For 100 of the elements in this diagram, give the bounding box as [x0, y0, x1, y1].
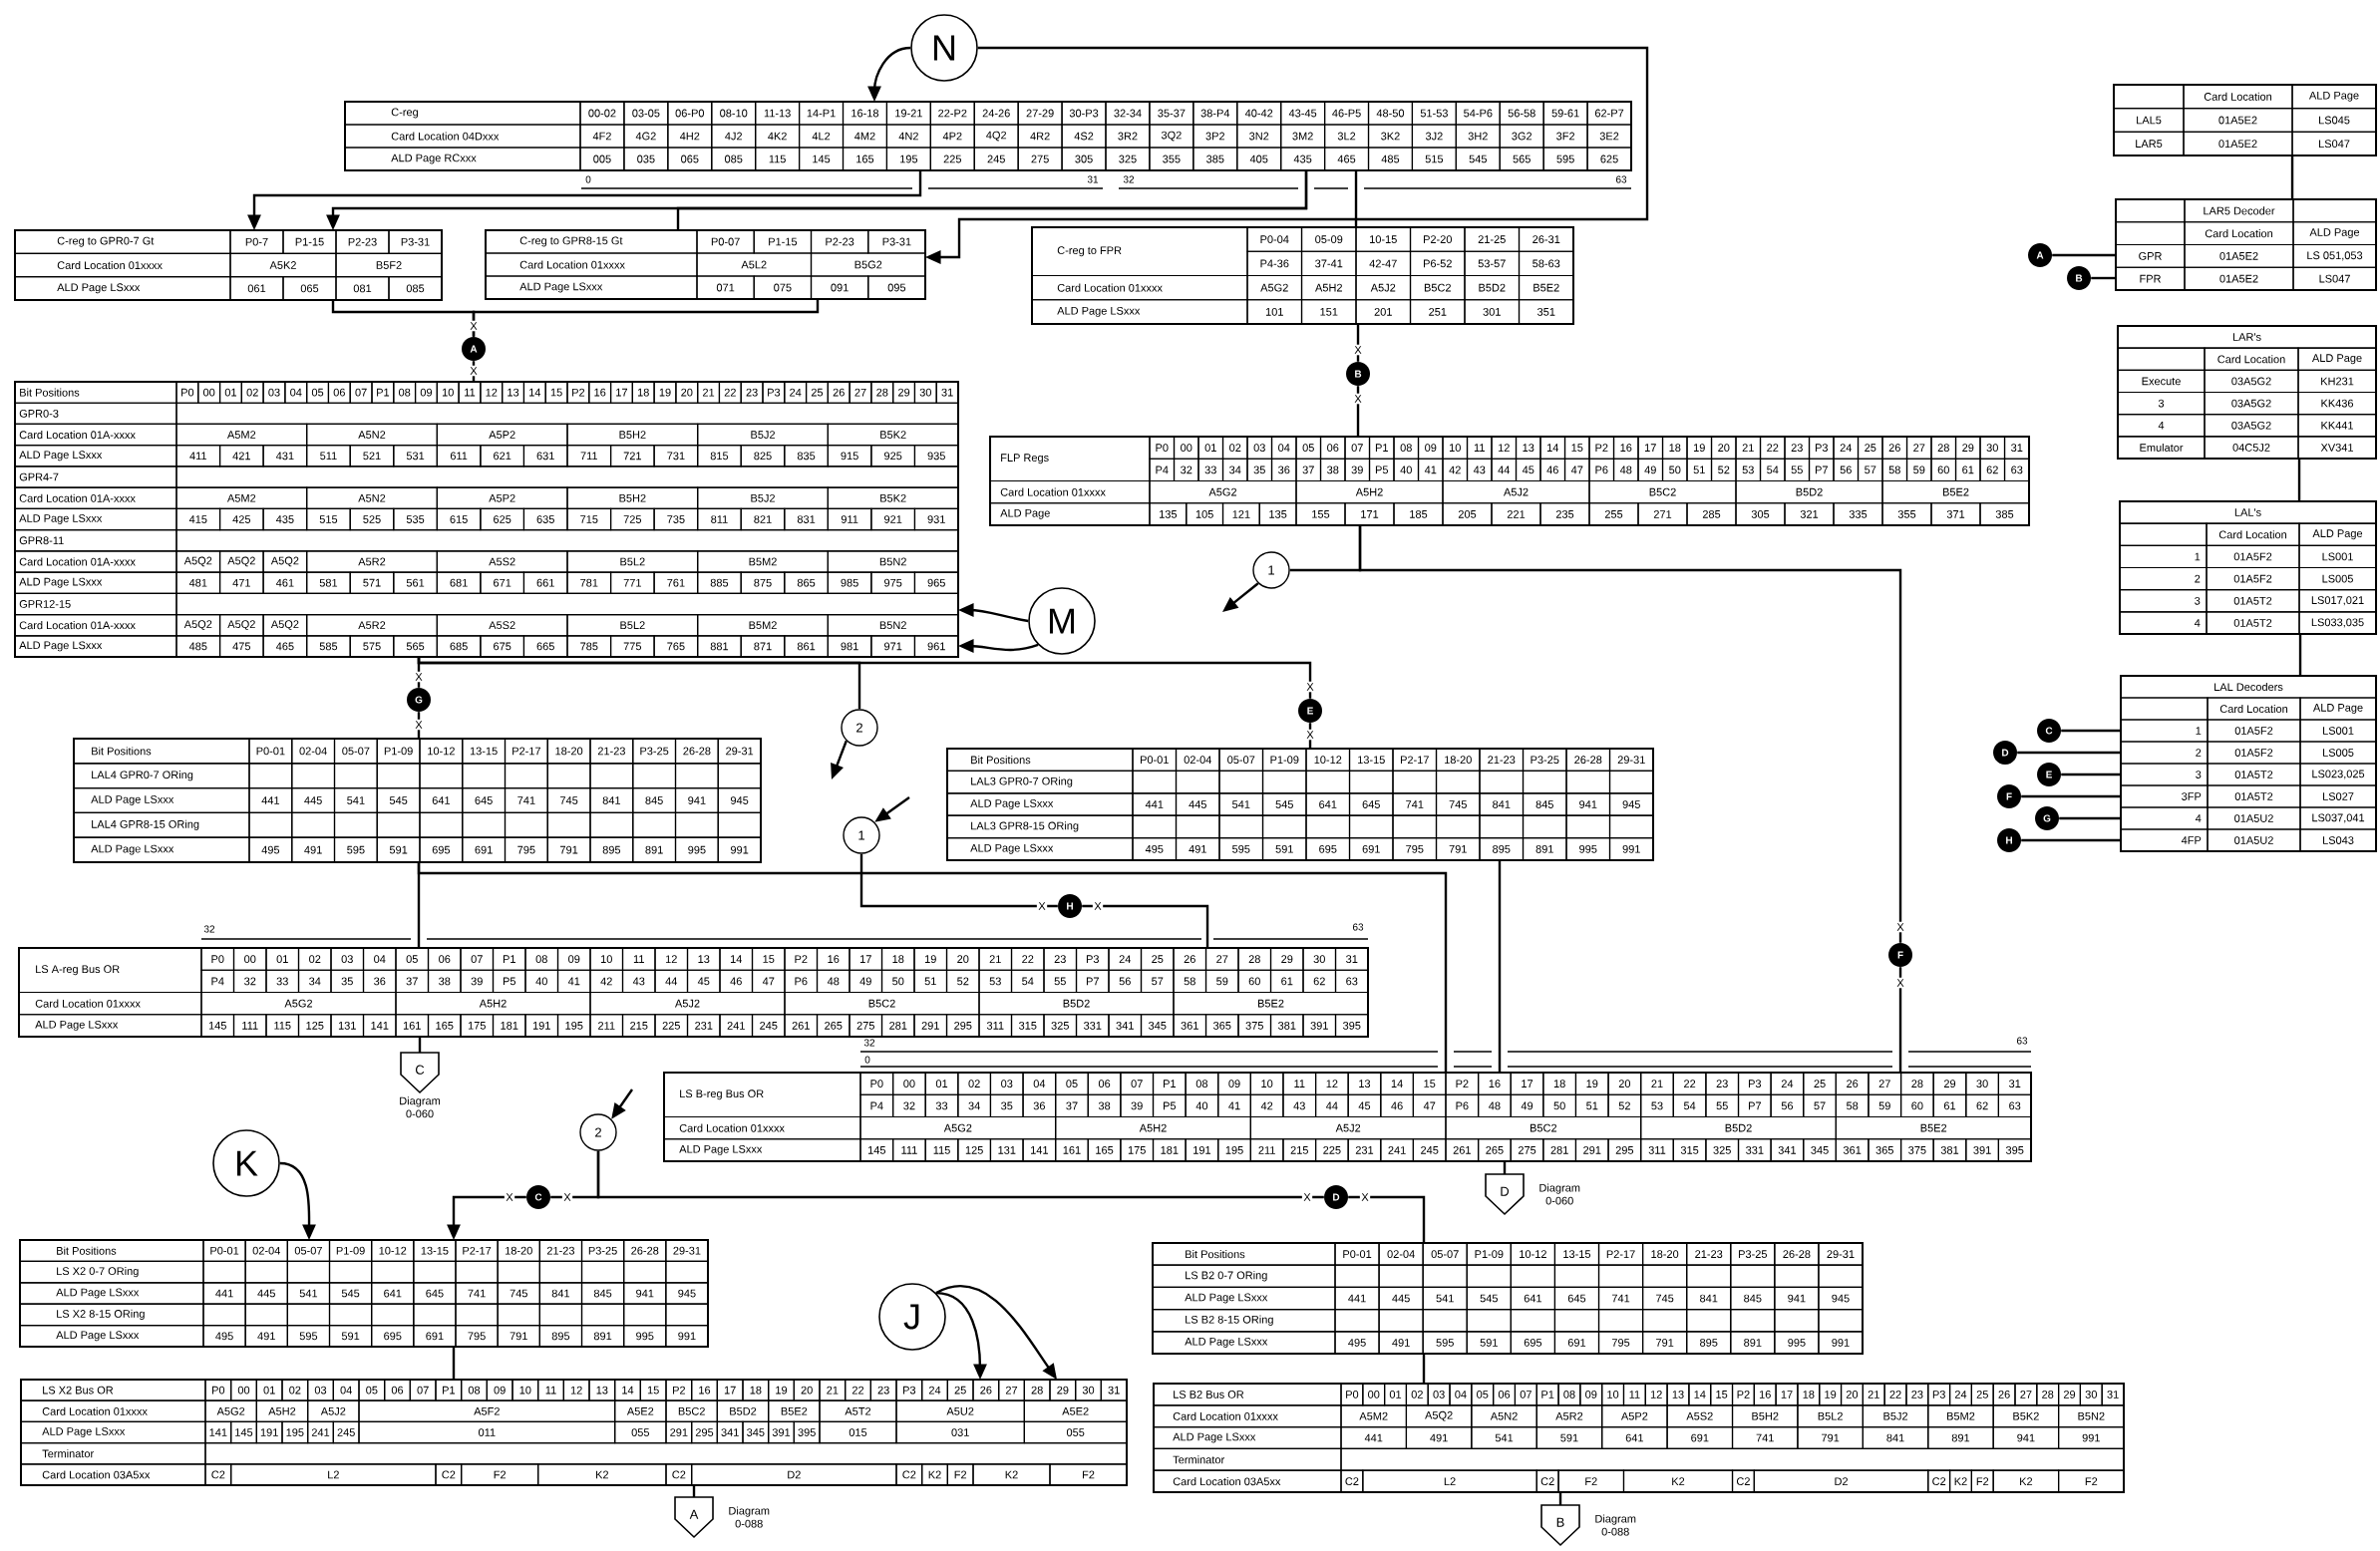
node-label: 31: [1346, 955, 1358, 964]
node-label: 191: [1193, 1146, 1211, 1154]
node-label: Card Location 04Dxxx: [391, 132, 500, 141]
node-label: P6: [1456, 1101, 1469, 1110]
node-label: 01: [276, 955, 288, 964]
node-label: 13: [698, 955, 710, 964]
data-table: C-reg 00-02 03-05 06-P0 08-10 11-13 14-P1 16-18 19-21 22-P2 24-26 27-29 30-P3 32-34 35-37 38-P4 40-42 43-45 46-P5 48-50 51-53 54-P6 56-58 59-61 62-P7 Card Location 04Dxxx 4F2 4G2 4H2 4J2 4K2 4L2 4M2 4N2 4P2 4Q2 4R2 4S2 3R2 3Q2 3P2 3N2 3M2 3L2 3K2 3J2 3H2 3G2 3F2 3E2 ALD Page RCxxx 005 035 065 085 115 145 165 195 225 245 275 305 325 355 385 405 435 465 485 515 545 565 595 625: [344, 101, 1632, 171]
node-label: 12: [1326, 1080, 1338, 1087]
connector-line: [1503, 1161, 1507, 1174]
node-label: P2: [795, 955, 808, 963]
node-label: 29: [1943, 1080, 1956, 1088]
node-label: 165: [856, 155, 874, 163]
node-label: 26: [1847, 1080, 1859, 1088]
node-label: 225: [662, 1022, 680, 1030]
node-label: 4G2: [635, 132, 656, 141]
node-label: 4N2: [898, 132, 918, 141]
node-label: 16: [1489, 1080, 1501, 1088]
node-label: B5E2: [1920, 1123, 1947, 1132]
node-label: 59: [1216, 977, 1228, 986]
node-label: 48: [1489, 1101, 1501, 1110]
node-label: 215: [1290, 1146, 1308, 1154]
node-label: 63: [1346, 977, 1358, 986]
node-label: 00: [903, 1080, 915, 1088]
node-label: 42: [1260, 1101, 1273, 1110]
node-label: 305: [1075, 155, 1093, 163]
data-table: LS A-reg Bus OR P0 00 01 02 03 04 05 06 07 P1 08 09 10 11 12 13 14 15 P2 16 17 18 19 20 21 22 23 P3 24 25 26 27 28 29 30 31 P4 32 33 34 35 36 37 38 39 P5 40 41 42 43 44 45 46 47 P6 48 49 50 51 52 53 54 55 P7 56 57 58 59 60 61 62 63 Card Location 01xxxx A5G2 A5H2 A5J2 B5C2 B5D2 B5E2 ALD Page LSxxx 145 111 115 125 131 141 161 165 175 181 191 195 211 215 225 231 241 245 261 265 275 281 291 295 311 315 325 331 341 345 361 365 375 381 391 395: [18, 947, 1369, 1038]
edge-label: X: [1894, 921, 1906, 933]
node-label: 381: [1278, 1022, 1296, 1030]
node-label: 12: [665, 955, 677, 963]
connector-line: [2021, 838, 2122, 842]
edge-label: X: [1304, 729, 1316, 741]
node-label: P3: [1086, 955, 1100, 964]
node-label: 37: [406, 977, 418, 986]
data-table: LAL's Card Location ALD Page 1 01A5F2 LS001 2 01A5F2 LS005 3 01A5T2 LS017,021 4 01A5T2 LS033,035: [2119, 500, 2378, 635]
node-label: 19: [924, 955, 936, 964]
node-label: 11: [1294, 1080, 1305, 1087]
node-label: 395: [1343, 1022, 1361, 1030]
node-label: 331: [1746, 1146, 1764, 1154]
node-label: 4K2: [768, 132, 787, 141]
node-label: 09: [1228, 1080, 1240, 1088]
node-label: P0: [870, 1080, 883, 1088]
node-label: 30: [1313, 955, 1325, 964]
node-label: 215: [630, 1022, 648, 1030]
node-label: A5J2: [674, 999, 700, 1008]
connector-line: [1558, 1492, 1562, 1505]
node-label: 40-42: [1244, 109, 1273, 118]
node-label: 57: [1152, 977, 1164, 986]
connector-line: [2017, 751, 2122, 755]
edge-label: X: [561, 1191, 573, 1203]
node-label: 55: [1054, 977, 1066, 986]
node-label: 145: [208, 1022, 226, 1030]
node-label: 11: [633, 955, 644, 963]
connector-line: [417, 656, 1312, 699]
node-label: 32-34: [1114, 109, 1142, 118]
node-label: 49: [859, 977, 871, 986]
node-label: 53: [989, 977, 1001, 986]
node-label: 27-29: [1026, 109, 1054, 118]
node-label: 43-45: [1288, 109, 1317, 118]
node-label: 325: [1119, 155, 1137, 163]
node-label: P4: [870, 1101, 883, 1110]
node-label: 38: [439, 977, 451, 986]
connector-line: [417, 861, 1448, 1073]
connector-line: [2297, 459, 2301, 501]
arrow: [925, 46, 1649, 264]
data-table: Card Location ALD Page LAL5 01A5E2 LS045 LAR5 01A5E2 LS047: [2113, 84, 2378, 156]
node-label: 58: [1184, 977, 1195, 986]
arrow: [958, 603, 1029, 623]
data-table: C-reg to GPR0-7 Gt P0-7 P1-15 P2-23 P3-31 Card Location 01xxxx A5K2 B5F2 ALD Page LSxxx 061 065 081 085: [14, 229, 443, 301]
node-label: 60: [1911, 1101, 1923, 1110]
connector-line: [452, 1347, 456, 1380]
node-label: 14: [730, 955, 743, 963]
node-label: B5C2: [1530, 1123, 1557, 1132]
node-label: 3J2: [1425, 132, 1443, 141]
node-label: Card Location 01xxxx: [35, 999, 141, 1008]
off-page-connector: C: [400, 1052, 440, 1094]
node-label: 145: [813, 155, 831, 163]
node-label: 115: [274, 1022, 291, 1030]
node-label: 35-37: [1158, 109, 1186, 118]
data-table: Bit Positions P0 00 01 02 03 04 05 06 07 P1 08 09 10 11 12 13 14 15 P2 16 17 18 19 20 21 22 23 P3 24 25 26 27 28 29 30 31 GPR0-3 Card Location 01A-xxxx A5M2 A5N2 A5P2 B5H2 B5J2 B5K2 ALD Page LSxxx 411 421 431 511 521 531 611 621 631 711 721 731 815 825 835 915 925 935 GPR4-7 Card Location 01A-xxxx A5M2 A5N2 A5P2 B5H2 B5J2 B5K2 ALD Page LSxxx 415 425 435 515 525 535 615 625 635 715 725 735 811 821 831 911 921 931 GPR8-11 Card Location 01A-xxxx A5Q2 A5Q2 A5Q2 A5R2 A5S2 B5L2 B5M2 B5N2 ALD Page LSxxx 481 471 461 581 571 561 681 671 661 781 771 761 885 875 865 985 975 965 GPR12-15 Card Location 01A-xxxx A5Q2 A5Q2 A5Q2 A5R2 A5S2 B5L2 B5M2 B5N2 ALD Page LSxxx 485 475 465 585 575 565 685 675 665 785 775 765 881 871 861 981 971 961: [14, 381, 959, 658]
edge-label: X: [1352, 393, 1364, 405]
edge-label: X: [468, 365, 480, 377]
node-label: B5E2: [1257, 999, 1284, 1008]
node-label: 11-13: [764, 109, 791, 118]
connector-line: [1308, 723, 1312, 749]
data-table: FLP Regs P0 00 01 02 03 04 05 06 07 P1 08 09 10 11 12 13 14 15 P2 16 17 18 19 20 21 22 23 P3 24 25 26 27 28 29 30 31 P4 32 33 34 35 36 37 38 39 P5 40 41 42 43 44 45 46 47 P6 48 49 50 51 52 53 54 55 P7 56 57 58 59 60 61 62 63 Card Location 01xxxx A5G2 A5H2 A5J2 B5C2 B5D2 B5E2 ALD Page 135 105 121 135 155 171 185 205 221 235 255 271 285 305 321 335 355 371 385: [989, 436, 2030, 526]
node-label: 391: [1973, 1146, 1991, 1154]
node-label: 36: [1033, 1101, 1045, 1110]
node-label: 22: [1684, 1080, 1696, 1087]
connector-line: [2290, 155, 2294, 199]
bit-number: 63: [1615, 175, 1627, 183]
node-label: 28: [1911, 1080, 1923, 1088]
node-label: 02: [968, 1080, 980, 1088]
node-label: 4F2: [592, 132, 611, 141]
node-label: 54-P6: [1464, 109, 1493, 118]
node-label: 165: [1096, 1146, 1114, 1154]
node-label: B5D2: [1725, 1123, 1752, 1132]
diagram-reference: Diagram 0-060: [400, 1096, 441, 1118]
node-label: P5: [503, 977, 516, 986]
node-label: 3E2: [1599, 132, 1619, 141]
diagram-reference: Diagram 0-088: [729, 1506, 770, 1528]
